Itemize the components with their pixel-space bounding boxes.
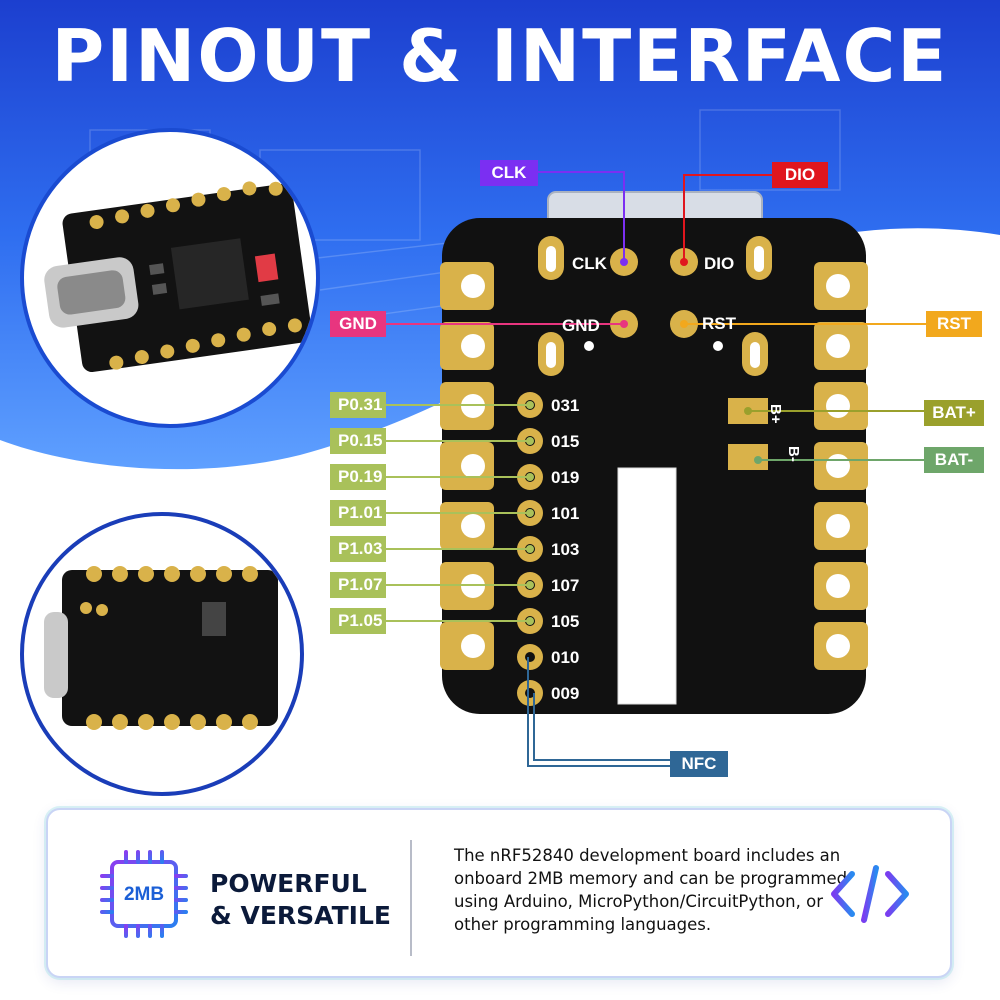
tag-gnd: GND (330, 311, 386, 337)
memory-chip-icon (100, 850, 188, 938)
tag-p1-03: P1.03 (330, 536, 386, 562)
divider (410, 840, 412, 956)
tag-p0-31: P0.31 (330, 392, 386, 418)
headline-line-1: POWERFUL (210, 869, 367, 898)
tag-bat-plus: BAT+ (924, 400, 984, 426)
feature-headline: POWERFUL & VERSATILE (210, 868, 391, 932)
tag-clk: CLK (480, 160, 538, 186)
tag-p0-15: P0.15 (330, 428, 386, 454)
pin-number: 010 (551, 648, 580, 667)
tag-nfc: NFC (670, 751, 728, 777)
silk-rst: RST (702, 314, 736, 333)
tag-p1-05: P1.05 (330, 608, 386, 634)
tag-p0-19: P0.19 (330, 464, 386, 490)
pin-number: 107 (551, 576, 580, 595)
feature-card: 2MB POWERFUL & VERSATILE The nRF52840 de… (46, 808, 952, 978)
board-top-photo (20, 128, 320, 428)
tag-p1-01: P1.01 (330, 500, 386, 526)
tag-dio: DIO (772, 162, 828, 188)
pin-number: 015 (551, 432, 580, 451)
board-bottom-photo (20, 512, 304, 796)
code-icon (831, 865, 909, 923)
pin-number: 103 (551, 540, 580, 559)
tag-rst: RST (926, 311, 982, 337)
tag-p1-07: P1.07 (330, 572, 386, 598)
page-title: PINOUT & INTERFACE (51, 14, 949, 98)
feature-description: The nRF52840 development board includes … (454, 846, 848, 934)
tag-bat-minus: BAT- (924, 447, 984, 473)
silk-clk: CLK (572, 254, 607, 273)
pin-number: 009 (551, 684, 580, 703)
pin-number: 105 (551, 612, 580, 631)
silk-bat-plus: B+ (767, 404, 784, 424)
pin-number: 101 (551, 504, 580, 523)
silk-gnd: GND (562, 316, 600, 335)
chip-label: 2MB (123, 884, 165, 905)
pin-number: 031 (551, 396, 580, 415)
silk-dio: DIO (704, 254, 735, 273)
headline-line-2: & VERSATILE (210, 901, 391, 930)
silk-bat-minus: B- (785, 446, 802, 462)
pin-number: 019 (551, 468, 580, 487)
